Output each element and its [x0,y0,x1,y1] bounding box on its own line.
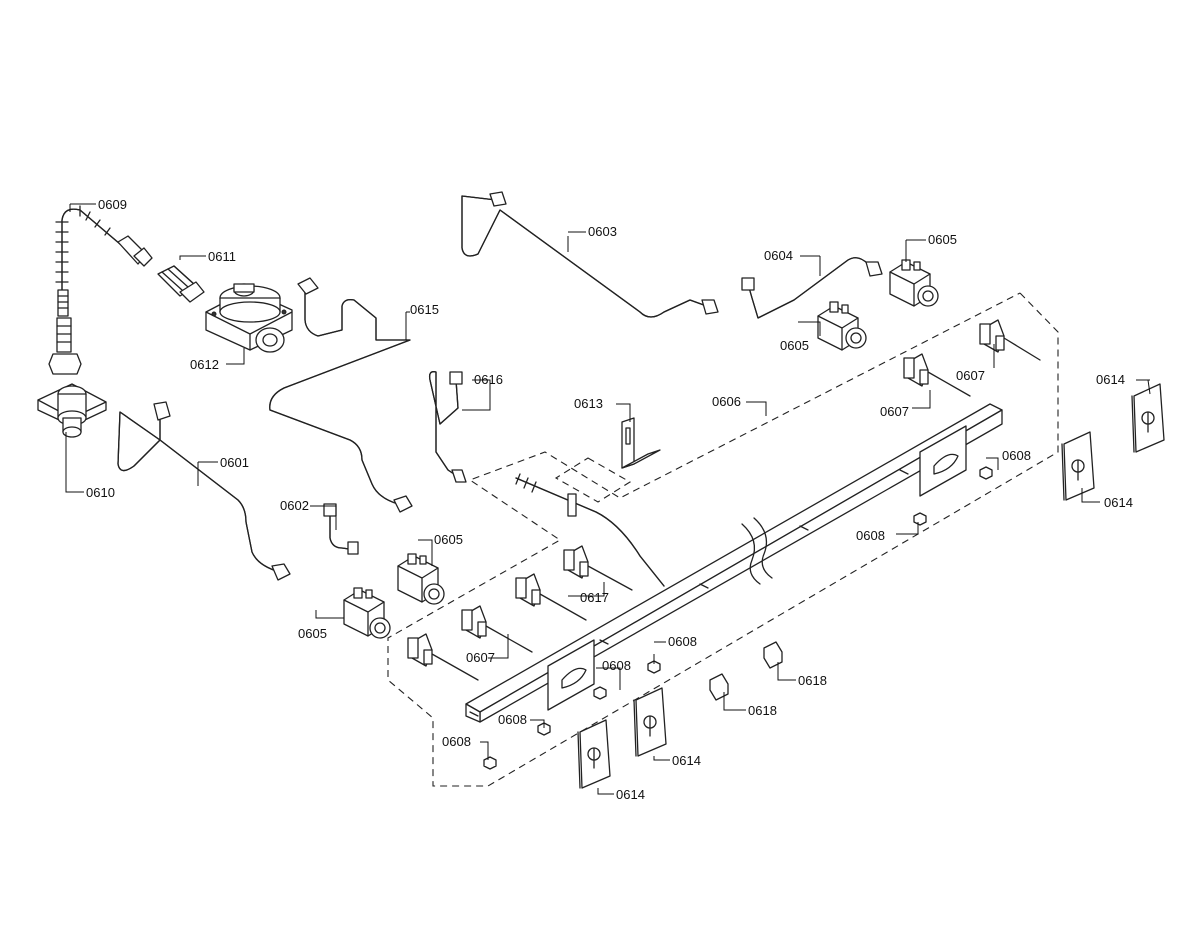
valve-0605-left-lower [343,587,391,639]
callout-0609: 0609 [98,197,127,212]
callout-0607-mid: 0607 [880,404,909,419]
valve-0605-mid-right [817,301,867,351]
callout-labels: 0609 0611 0612 0610 0601 0602 0615 0616 … [86,197,1133,802]
callout-0618-b: 0618 [748,703,777,718]
callout-0614-right-2: 0614 [1104,495,1133,510]
bracket-0613 [621,417,661,469]
callout-0614-bottom-1: 0614 [672,753,701,768]
callout-0604: 0604 [764,248,793,263]
switches-0614 [577,383,1165,789]
callout-0607-low: 0607 [466,650,495,665]
callout-0608-center-1: 0608 [668,634,697,649]
callout-0602: 0602 [280,498,309,513]
callout-0614-right-1: 0614 [1096,372,1125,387]
elbow-0602 [323,503,359,555]
callout-0608-center-3: 0608 [498,712,527,727]
assembly-boundary [387,292,1059,787]
tube-0616 [428,371,467,483]
tube-0601 [117,401,291,581]
callout-0617: 0617 [580,590,609,605]
bracket-fitting-0610 [37,383,107,438]
callout-0608-right-1: 0608 [1002,448,1031,463]
callout-0612: 0612 [190,357,219,372]
callout-0610: 0610 [86,485,115,500]
manifold-inner-boundary [554,457,632,503]
callout-0606: 0606 [712,394,741,409]
callout-0613: 0613 [574,396,603,411]
callout-0605-mid: 0605 [780,338,809,353]
callout-0601: 0601 [220,455,249,470]
callout-0608-center-2: 0608 [602,658,631,673]
callout-0603: 0603 [588,224,617,239]
valve-0605-left-upper [397,553,445,605]
callout-0616: 0616 [474,372,503,387]
callout-0615: 0615 [410,302,439,317]
tube-0604 [741,257,883,319]
valve-0605-top-right [889,259,939,307]
burner-valves-0607 [407,319,1041,681]
clips-0618 [709,641,783,701]
tube-0603 [461,191,719,318]
callout-0618-a: 0618 [798,673,827,688]
regulator-0612 [205,283,293,353]
callout-0614-bottom-2: 0614 [616,787,645,802]
tube-0615 [269,277,413,513]
callout-0608-center-4: 0608 [442,734,471,749]
manifold-rail-0606 [465,403,1003,723]
flex-hose-0609 [48,205,153,375]
leader-lines [65,203,1151,795]
callout-0607-top: 0607 [956,368,985,383]
callout-0611: 0611 [208,249,236,264]
callout-0608-right-2: 0608 [856,528,885,543]
callout-0605-top: 0605 [928,232,957,247]
callout-0605-left-upper: 0605 [434,532,463,547]
nuts-0608 [483,466,993,770]
fitting-0611 [157,265,205,303]
callout-0605-left-lower: 0605 [298,626,327,641]
